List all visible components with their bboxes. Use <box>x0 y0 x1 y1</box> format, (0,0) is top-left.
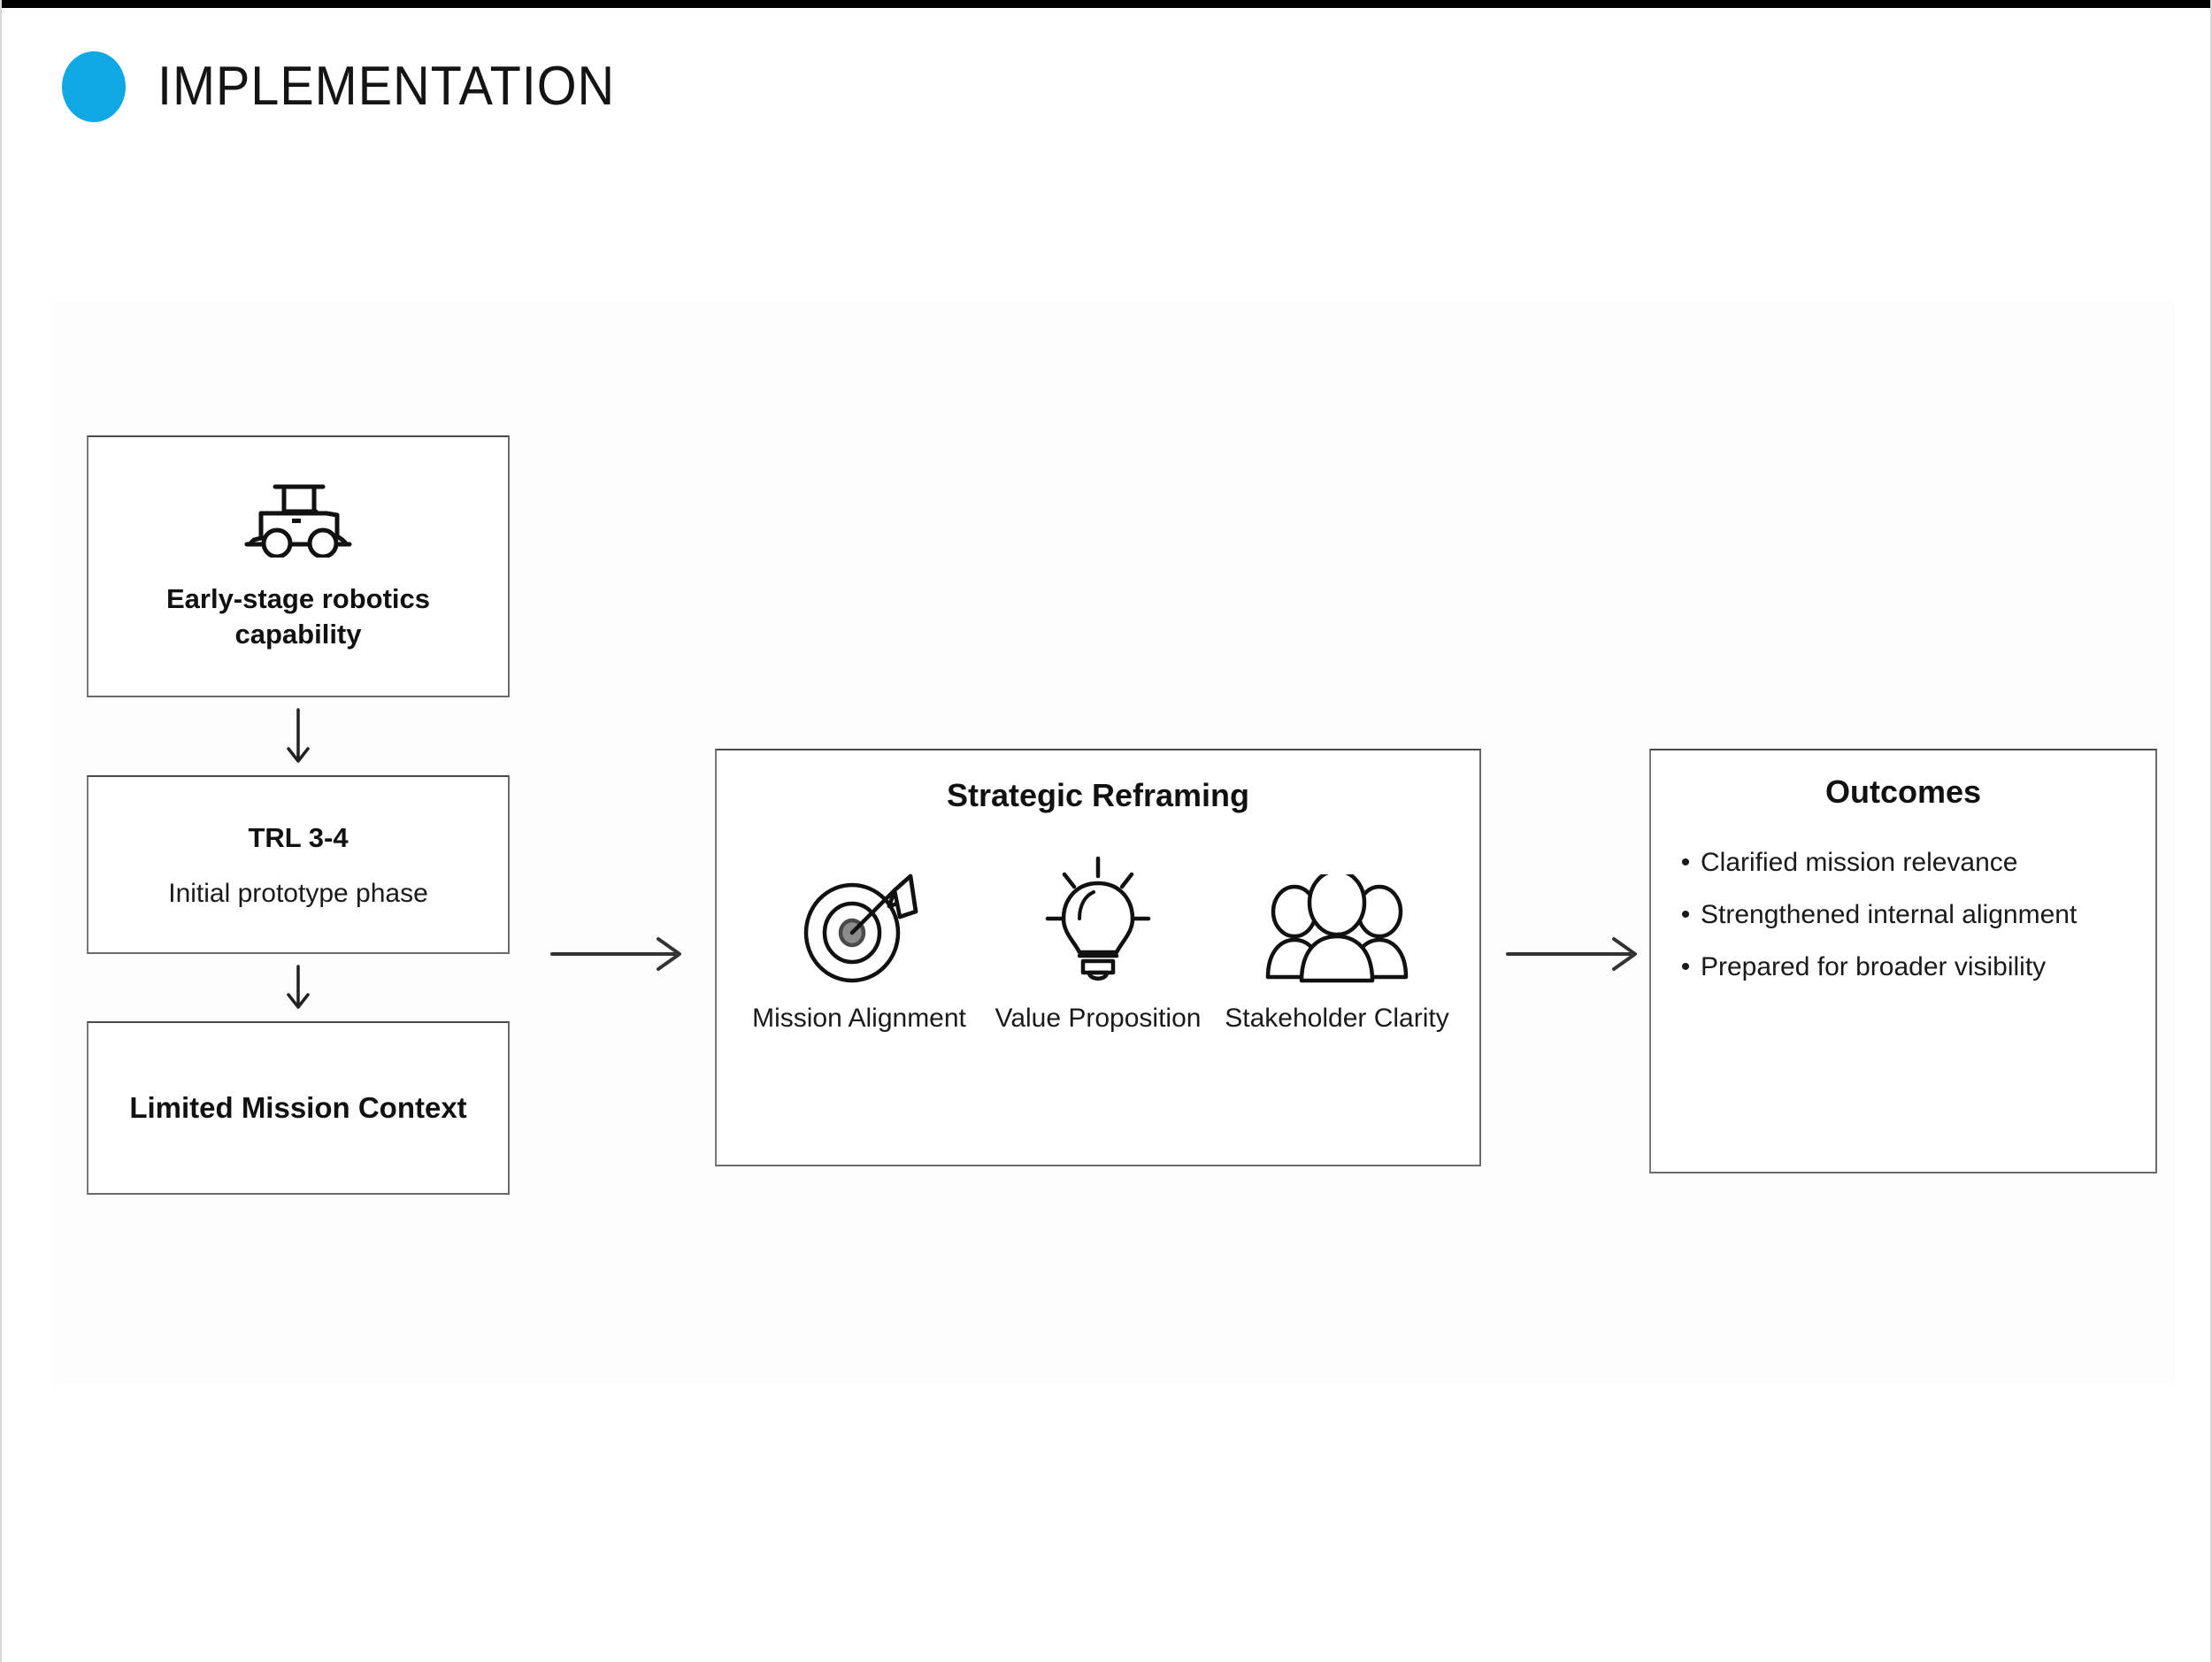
rover-icon <box>242 481 355 562</box>
reframing-item-label: Stakeholder Clarity <box>1225 1004 1449 1033</box>
reframing-icon-row: Mission Alignment <box>717 850 1479 1035</box>
card-outcomes[interactable]: Outcomes • Clarified mission relevance •… <box>1649 749 2157 1173</box>
list-item: • Prepared for broader visibility <box>1671 952 2155 981</box>
card-body: Early-stage robotics capability <box>88 437 508 696</box>
reframing-item-label: Mission Alignment <box>752 1004 966 1033</box>
page-title: IMPLEMENTATION <box>157 56 616 117</box>
bullet-glyph: • <box>1680 848 1691 877</box>
target-arrow-icon <box>797 850 921 984</box>
outcomes-bullet-list: • Clarified mission relevance • Strength… <box>1651 848 2155 981</box>
right-arrow-icon <box>1506 929 1644 983</box>
card-early-stage-robotics[interactable]: Early-stage robotics capability <box>87 435 510 697</box>
card-body: Limited Mission Context <box>88 1023 508 1193</box>
card-body: Strategic Reframing <box>717 777 1479 1035</box>
reframing-item-label: Value Proposition <box>995 1004 1202 1033</box>
list-item-label: Strengthened internal alignment <box>1701 900 2078 929</box>
card-title: Outcomes <box>1824 773 1982 810</box>
down-arrow-icon <box>280 708 316 766</box>
card-body: Outcomes • Clarified mission relevance •… <box>1651 773 2155 981</box>
lightbulb-icon <box>1041 850 1156 984</box>
card-title: Strategic Reframing <box>946 777 1250 813</box>
card-title: Limited Mission Context <box>129 1090 467 1124</box>
card-title: TRL 3-4 <box>248 822 349 854</box>
slide-header: IMPLEMENTATION <box>62 51 649 122</box>
bullet-glyph: • <box>1680 952 1691 981</box>
top-accent-bar <box>2 0 2210 8</box>
reframing-item-stakeholder-clarity[interactable]: Stakeholder Clarity <box>1222 850 1452 1035</box>
filled-circle-icon <box>62 51 126 122</box>
card-limited-mission-context[interactable]: Limited Mission Context <box>87 1021 510 1195</box>
list-item-label: Prepared for broader visibility <box>1701 952 2047 981</box>
card-strategic-reframing[interactable]: Strategic Reframing <box>715 749 1481 1166</box>
card-subtitle: Initial prototype phase <box>168 878 428 908</box>
right-arrow-icon <box>550 929 688 983</box>
card-trl[interactable]: TRL 3-4 Initial prototype phase <box>87 775 510 954</box>
card-body: TRL 3-4 Initial prototype phase <box>88 777 508 952</box>
reframing-item-mission-alignment[interactable]: Mission Alignment <box>744 850 974 1035</box>
reframing-item-value-proposition[interactable]: Value Proposition <box>983 850 1213 1035</box>
card-title: Early-stage robotics capability <box>165 582 431 650</box>
list-item: • Clarified mission relevance <box>1671 848 2155 877</box>
list-item: • Strengthened internal alignment <box>1671 900 2155 929</box>
people-group-icon <box>1264 850 1409 984</box>
list-item-label: Clarified mission relevance <box>1701 848 2018 877</box>
down-arrow-icon <box>280 965 316 1012</box>
bullet-glyph: • <box>1680 900 1691 929</box>
